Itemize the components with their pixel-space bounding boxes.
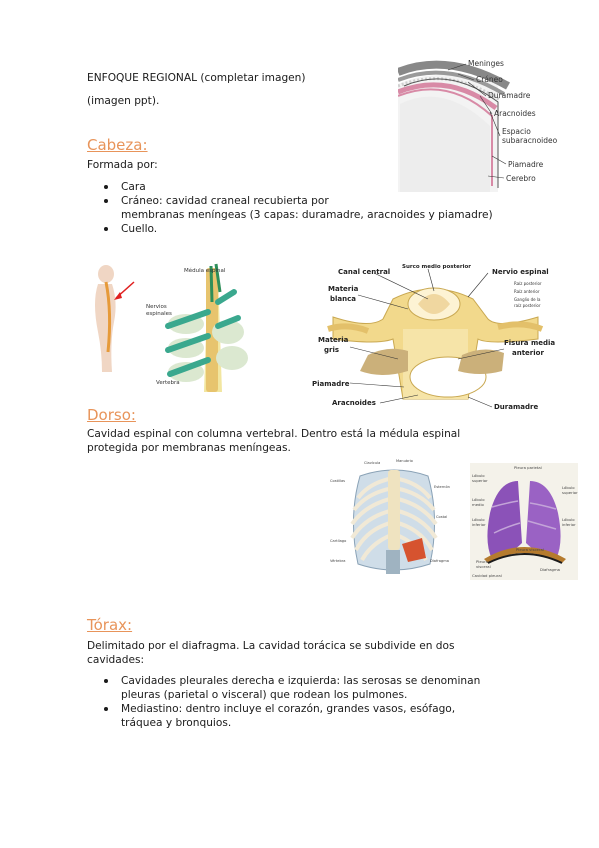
list-item: Cara [104, 180, 531, 194]
svg-text:Lóbulo: Lóbulo [472, 473, 485, 478]
svg-text:Pleura: Pleura [476, 559, 488, 564]
svg-text:Costal: Costal [436, 515, 447, 519]
list-item: Cráneo: cavidad craneal recubierta por [104, 194, 531, 208]
body-silhouette [95, 265, 135, 372]
svg-text:raíz posterior: raíz posterior [514, 303, 541, 308]
list-item-continuation: tráquea y bronquios. [121, 717, 232, 729]
svg-text:Clavícula: Clavícula [364, 461, 380, 465]
label-materia-gris-2: gris [324, 346, 339, 354]
svg-text:Vértebra: Vértebra [330, 559, 345, 563]
meninges-figure: Meninges Cráneo Duramadre Aracnoides Esp… [398, 56, 568, 192]
skull-layer [398, 60, 510, 90]
label-nervio-espinal: Nervio espinal [492, 268, 549, 276]
list-item-continuation: pleuras (parietal o visceral) que rodean… [121, 689, 408, 701]
label-aracnoides: Aracnoides [494, 109, 536, 118]
svg-text:Lóbulo: Lóbulo [472, 497, 485, 502]
label-materia-blanca-2: blanca [330, 295, 356, 303]
svg-text:inferior: inferior [562, 522, 576, 527]
label-espinales: espinales [146, 311, 172, 317]
label-materia-blanca-1: Materia [328, 285, 359, 293]
label-piamadre: Piamadre [312, 380, 350, 388]
cord-body [327, 287, 544, 400]
svg-text:Lóbulo: Lóbulo [562, 517, 575, 522]
image-note: (imagen ppt). [87, 95, 160, 107]
dura-layer [398, 70, 506, 96]
vertebrae-illustration [165, 263, 248, 392]
svg-text:Raíz posterior: Raíz posterior [514, 281, 542, 286]
label-duramadre: Duramadre [488, 91, 531, 100]
label-medula-espinal: Médula espinal [184, 267, 226, 274]
spinal-cord-figure: Surco medio posterior Canal central Nerv… [308, 259, 563, 411]
ribcage [350, 469, 438, 574]
label-nervios: Nervios [146, 304, 167, 310]
svg-text:visceral: visceral [476, 564, 491, 569]
cabeza-intro: Formada por: [87, 159, 158, 171]
torax-text-line-1: Delimitado por el diafragma. La cavidad … [87, 640, 455, 652]
svg-text:Pleura parietal: Pleura parietal [514, 465, 542, 470]
svg-text:Diafragma: Diafragma [430, 559, 449, 563]
svg-text:Ganglio de la: Ganglio de la [514, 297, 541, 302]
svg-text:Esternón: Esternón [434, 485, 450, 489]
label-surco-medio: Surco medio posterior [402, 264, 471, 270]
label-meninges: Meninges [468, 59, 504, 68]
dorso-text-line-2: protegida por membranas meníngeas. [87, 442, 291, 454]
label-espacio: Espacio [502, 127, 531, 136]
svg-text:medio: medio [472, 502, 484, 507]
label-aracnoides: Aracnoides [332, 399, 376, 407]
list-item: Mediastino: dentro incluye el corazón, g… [104, 702, 541, 716]
pia-layer [398, 82, 498, 111]
svg-text:Pleura visceral: Pleura visceral [516, 547, 544, 552]
document-title: ENFOQUE REGIONAL (completar imagen) [87, 72, 306, 84]
svg-text:Diafragma: Diafragma [540, 567, 560, 572]
label-craneo: Cráneo [476, 75, 503, 84]
svg-text:superior: superior [472, 478, 488, 483]
list-item: Cuello. [104, 222, 531, 236]
svg-text:Lóbulo: Lóbulo [562, 485, 575, 490]
section-heading-dorso: Dorso: [87, 406, 136, 424]
label-vertebra: Vertebra [156, 380, 180, 386]
svg-text:Raíz anterior: Raíz anterior [514, 289, 540, 294]
lungs [484, 481, 566, 564]
list-item: Cavidades pleurales derecha e izquierda:… [104, 674, 541, 688]
label-materia-gris-1: Materia [318, 336, 349, 344]
label-duramadre: Duramadre [494, 403, 538, 411]
svg-text:Cavidad pleural: Cavidad pleural [472, 573, 502, 578]
label-subaracnoideo: subaracnoideo [502, 136, 558, 145]
svg-text:Cartílago: Cartílago [330, 539, 346, 543]
svg-text:Costillas: Costillas [330, 479, 345, 483]
label-canal-central: Canal central [338, 268, 390, 276]
cabeza-list: Cara Cráneo: cavidad craneal recubierta … [104, 180, 531, 236]
section-heading-cabeza: Cabeza: [87, 136, 148, 154]
spine-figure: Médula espinal Nervios espinales Vertebr… [95, 263, 248, 392]
list-item-continuation: membranas meníngeas (3 capas: duramadre,… [121, 209, 493, 221]
torax-text-line-2: cavidades: [87, 654, 145, 666]
dorso-text-line-1: Cavidad espinal con columna vertebral. D… [87, 428, 461, 440]
label-cerebro: Cerebro [506, 174, 536, 183]
label-fisura-media-1: Fisura media [504, 339, 555, 347]
label-fisura-media-2: anterior [512, 349, 544, 357]
svg-text:Lóbulo: Lóbulo [472, 517, 485, 522]
svg-text:superior: superior [562, 490, 578, 495]
label-piamadre: Piamadre [508, 160, 544, 169]
torax-list: Cavidades pleurales derecha e izquierda:… [104, 674, 541, 730]
svg-text:inferior: inferior [472, 522, 486, 527]
section-heading-torax: Tórax: [87, 616, 133, 634]
svg-text:Manubrio: Manubrio [396, 459, 413, 463]
